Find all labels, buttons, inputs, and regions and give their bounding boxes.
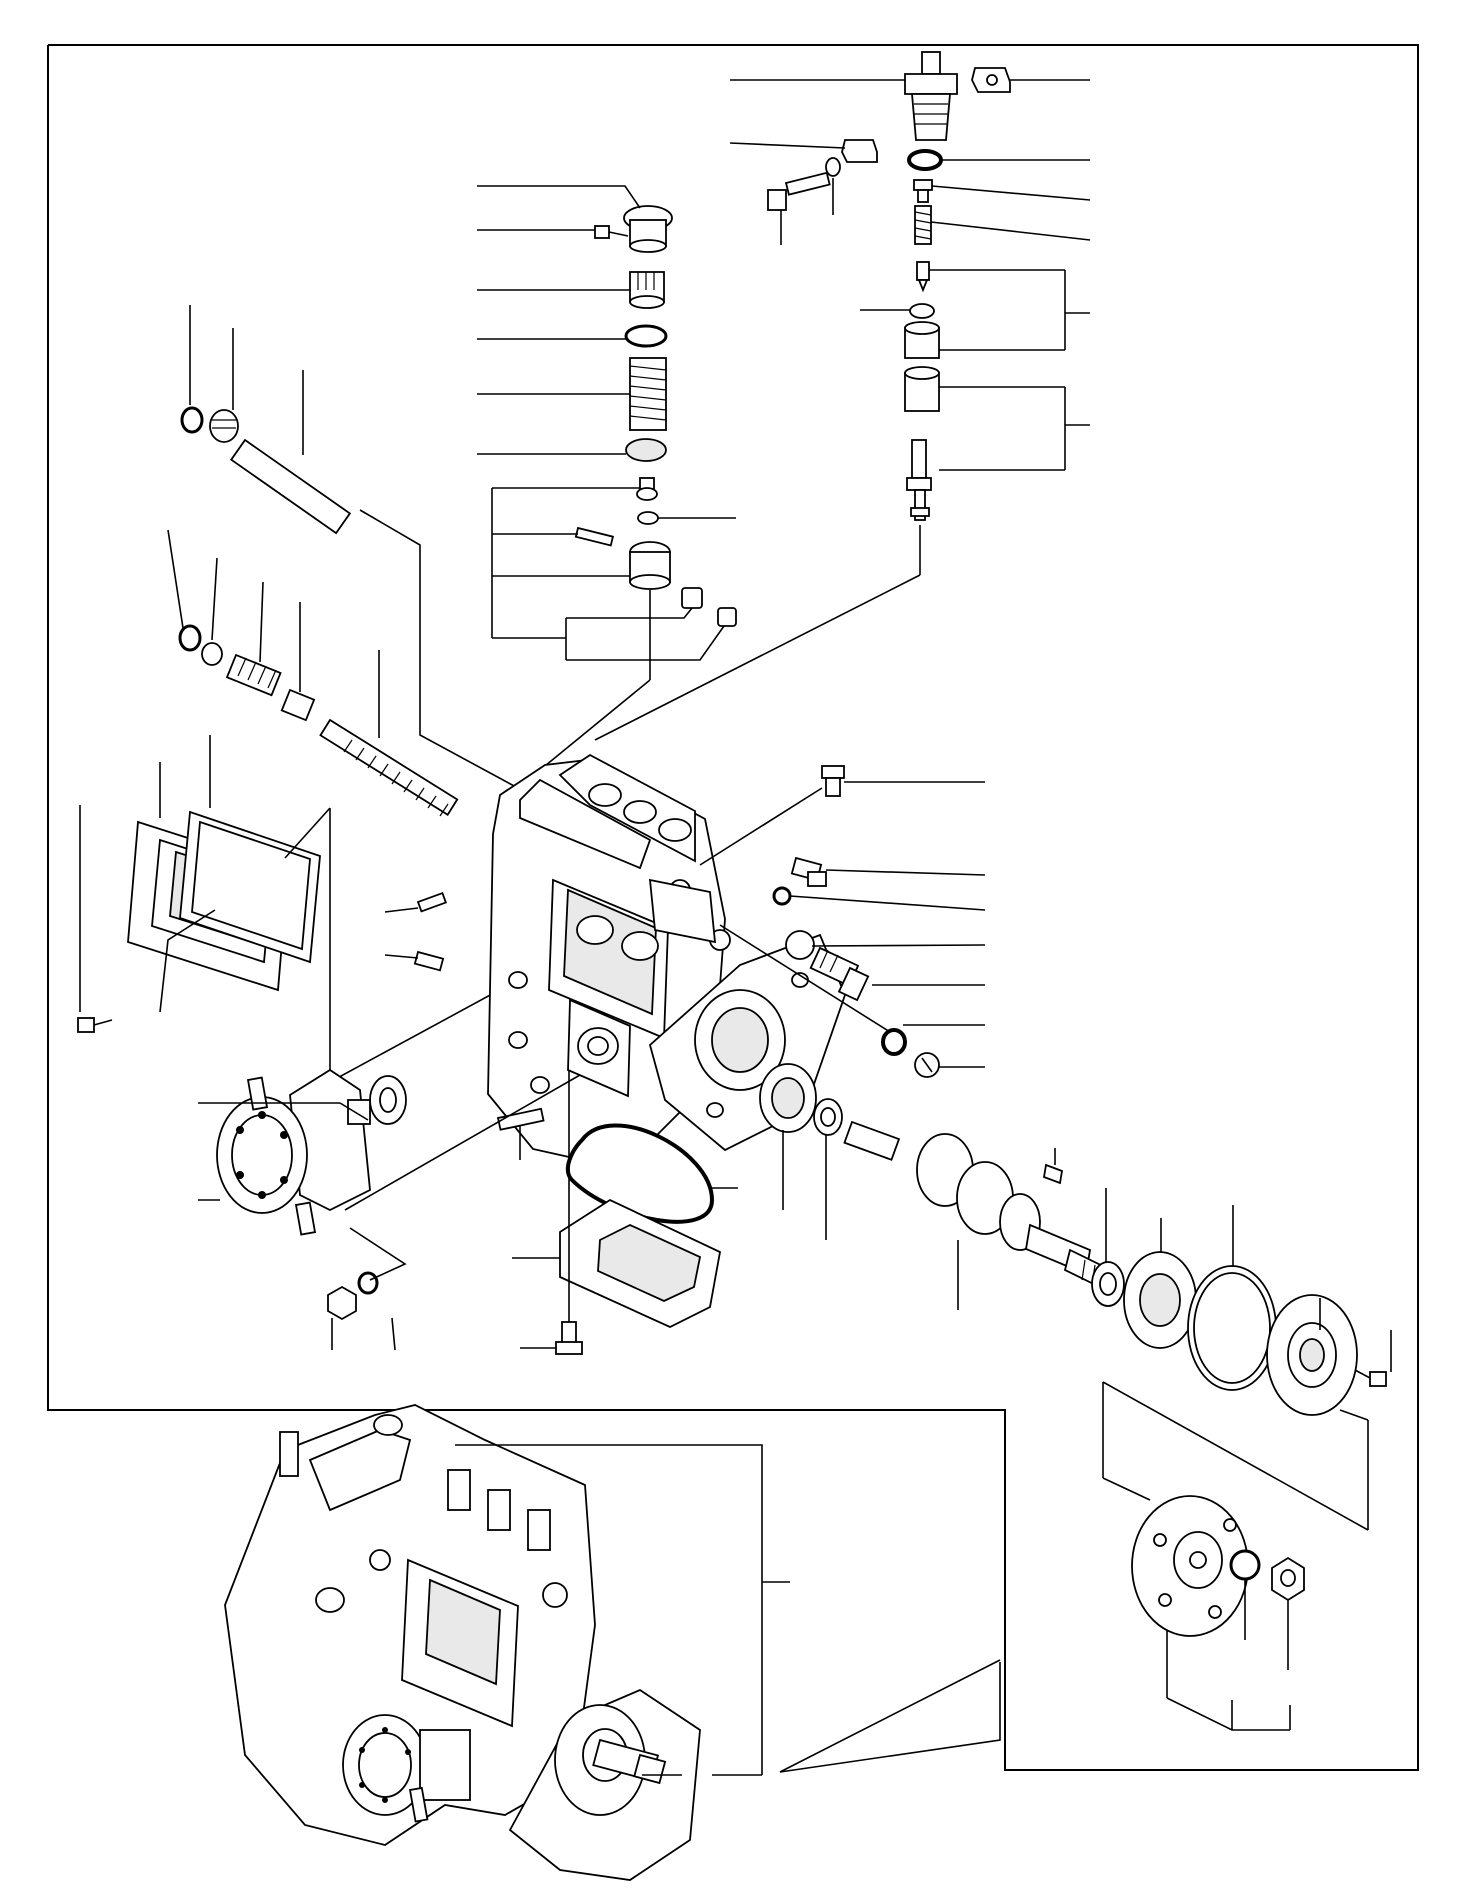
union-bolt bbox=[790, 856, 827, 887]
housing-side-parts bbox=[699, 765, 986, 1078]
camshaft-bearing-front bbox=[759, 1063, 817, 1133]
assembled-feed-pump bbox=[342, 1714, 471, 1823]
leader-lines-bottom bbox=[455, 1444, 1001, 1776]
bleeder-screw bbox=[821, 765, 845, 797]
cover-gasket bbox=[179, 810, 321, 964]
o-ring-plug bbox=[881, 1028, 907, 1056]
bearing-shim-front bbox=[813, 1098, 843, 1136]
control-pinion bbox=[623, 205, 673, 253]
rack-guide-tube bbox=[229, 438, 352, 535]
upper-spring-seat bbox=[624, 324, 668, 348]
camshaft bbox=[843, 1120, 1117, 1294]
bottom-cover-bolt bbox=[555, 1321, 583, 1355]
bearing-cover bbox=[1266, 1294, 1358, 1416]
woodruff-key bbox=[1042, 1163, 1064, 1185]
control-rack bbox=[319, 718, 459, 817]
stud-bolt bbox=[496, 1107, 545, 1131]
assembled-flange bbox=[508, 1688, 701, 1881]
rack-plug bbox=[209, 409, 239, 443]
valve-gasket bbox=[909, 303, 935, 319]
control-sleeve bbox=[629, 271, 665, 309]
roller-pin bbox=[717, 607, 737, 627]
delivery-valve-group bbox=[767, 51, 1011, 521]
diagram-frame bbox=[47, 44, 1419, 1771]
dowel-pins bbox=[384, 891, 448, 972]
drain-plug bbox=[809, 946, 870, 1002]
small-plug bbox=[914, 1052, 940, 1078]
rack-group bbox=[167, 305, 541, 817]
delivery-valve-holder bbox=[904, 51, 958, 141]
drive-flange-nut bbox=[1271, 1556, 1305, 1602]
camshaft-bearing-rear bbox=[1123, 1251, 1197, 1349]
bearing-shim-rear bbox=[1091, 1261, 1125, 1307]
washer-rack bbox=[201, 642, 223, 666]
lower-spring-seat bbox=[625, 438, 667, 462]
o-ring-holder bbox=[907, 149, 943, 171]
valve-spring bbox=[914, 205, 932, 245]
leader-lines-top-right bbox=[594, 79, 1091, 741]
roller bbox=[681, 587, 703, 609]
feed-pump-washer bbox=[357, 1271, 379, 1295]
gasket-plug bbox=[785, 930, 815, 960]
lock-plate-lower bbox=[841, 139, 878, 163]
adjusting-shim bbox=[636, 477, 658, 501]
tappet bbox=[629, 541, 671, 590]
circlip bbox=[178, 624, 202, 652]
delivery-valve bbox=[916, 261, 930, 293]
drive-flange-washer bbox=[1229, 1549, 1261, 1581]
drive-flange-group bbox=[1102, 1381, 1369, 1731]
plunger bbox=[906, 439, 932, 521]
inspection-cover-group bbox=[77, 735, 541, 1084]
lock-washer-bolt bbox=[825, 157, 841, 177]
o-ring-union bbox=[772, 886, 792, 906]
bottom-gasket bbox=[565, 1123, 715, 1224]
o-ring-rack-plug bbox=[180, 406, 204, 434]
bearing-cover-bolt bbox=[1354, 1369, 1387, 1387]
shim-washer bbox=[637, 511, 659, 525]
valve-stopper bbox=[913, 179, 933, 203]
rack-spring bbox=[225, 653, 282, 697]
feed-pump-nut bbox=[327, 1285, 357, 1321]
tappet-pin bbox=[574, 526, 615, 547]
bolt bbox=[767, 171, 831, 211]
cover-screw bbox=[77, 1017, 113, 1033]
drive-flange bbox=[1131, 1495, 1249, 1637]
control-sleeve-group bbox=[574, 205, 737, 627]
rack-collar bbox=[280, 688, 316, 722]
lock-plate-upper bbox=[971, 67, 1011, 93]
leader-lines-top-center bbox=[477, 185, 736, 771]
plunger-barrel bbox=[904, 366, 940, 412]
camshaft-group bbox=[759, 1063, 1392, 1416]
bottom-cover-group bbox=[512, 1070, 738, 1355]
pinion-screw bbox=[594, 225, 629, 239]
bottom-cover bbox=[559, 1198, 722, 1328]
feed-pump bbox=[216, 1068, 371, 1236]
plunger-spring bbox=[629, 357, 667, 431]
valve-seat bbox=[904, 321, 940, 359]
bearing-cover-gasket bbox=[1187, 1265, 1277, 1391]
feed-pump-group bbox=[198, 1068, 581, 1351]
assembled-pump bbox=[224, 1404, 701, 1881]
